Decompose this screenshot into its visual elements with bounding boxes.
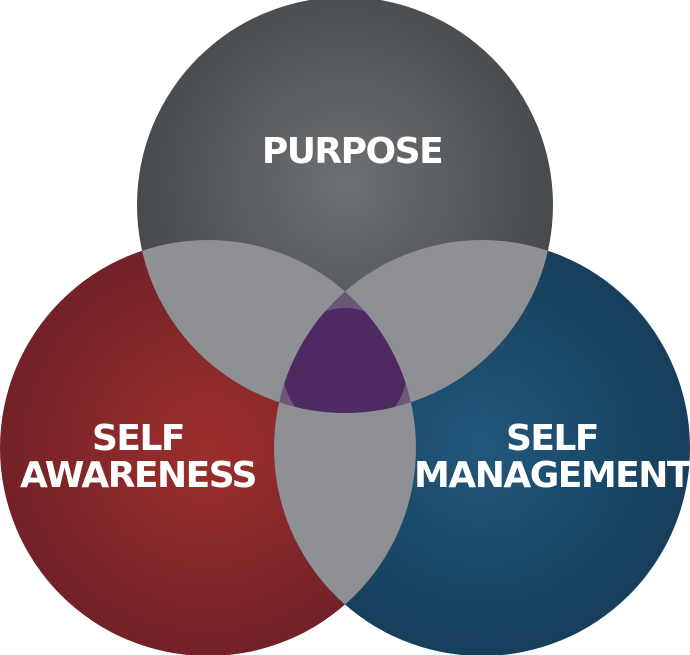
self-management-label-line-2: MANAGEMENT xyxy=(414,455,690,496)
self-management-label-line-1: SELF xyxy=(506,418,598,459)
self-awareness-label-line-2: AWARENESS xyxy=(20,455,256,496)
purpose-label: PURPOSE xyxy=(262,131,442,172)
center-intersection xyxy=(283,308,407,413)
self-awareness-label-line-1: SELF xyxy=(92,418,184,459)
